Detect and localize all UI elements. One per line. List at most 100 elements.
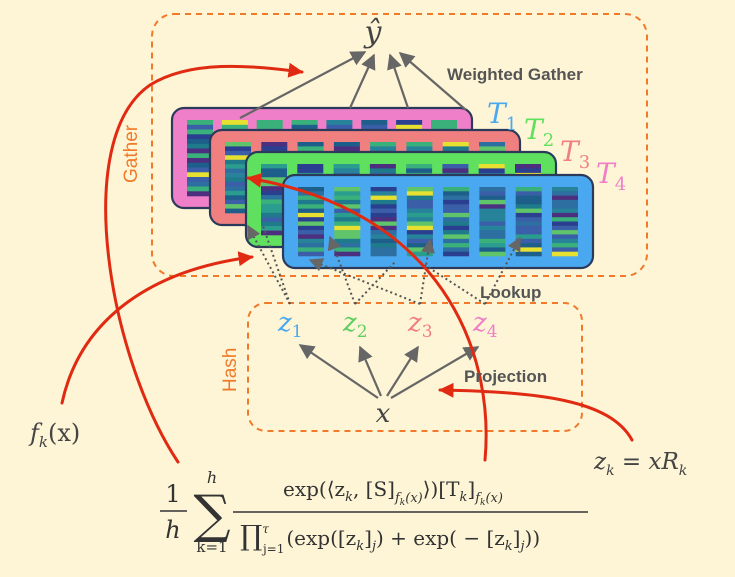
heatmap-cell bbox=[221, 124, 248, 130]
heatmap-cell bbox=[225, 150, 251, 156]
heatmap-cell bbox=[515, 217, 542, 222]
heatmap-cell bbox=[552, 247, 578, 252]
num-end: ] bbox=[467, 477, 475, 501]
table-letter: T bbox=[596, 157, 617, 190]
heatmap-cell bbox=[515, 208, 542, 214]
heatmap-cell bbox=[261, 203, 287, 209]
heatmap-cell bbox=[479, 247, 506, 252]
gather-arrows bbox=[239, 51, 467, 119]
table-sub: 1 bbox=[506, 114, 517, 135]
table-sub: 2 bbox=[543, 130, 554, 151]
heatmap-cell bbox=[370, 234, 397, 239]
hash-label-2: z2 bbox=[342, 308, 368, 342]
heatmap-cell bbox=[187, 167, 213, 173]
heatmap-cell bbox=[261, 199, 287, 205]
heatmap-cell bbox=[334, 238, 361, 244]
hash-letter: z bbox=[277, 308, 292, 338]
heatmap-cell bbox=[326, 120, 353, 125]
heatmap-cell bbox=[361, 120, 388, 125]
heatmap-cell bbox=[515, 247, 542, 252]
formula-arrows bbox=[60, 62, 634, 464]
heatmap-cell bbox=[442, 142, 469, 147]
heatmap-cell bbox=[552, 225, 578, 231]
heatmap-cell bbox=[369, 164, 396, 169]
heatmap-cell bbox=[370, 146, 397, 152]
heatmap-cell bbox=[298, 230, 324, 235]
heatmap-cell bbox=[515, 168, 541, 174]
heatmap-cell bbox=[479, 187, 506, 192]
heatmap-cell bbox=[515, 243, 542, 248]
heatmap-cell bbox=[333, 164, 360, 169]
heatmap-cell bbox=[333, 142, 360, 147]
heatmap-cell bbox=[442, 168, 469, 174]
heatmap-cell bbox=[298, 221, 324, 227]
heatmap-cell bbox=[552, 204, 578, 209]
formula-one: 1 bbox=[165, 480, 180, 508]
heatmap-cell bbox=[361, 124, 388, 130]
heatmap-cell bbox=[187, 148, 213, 154]
heatmap-cell bbox=[225, 208, 251, 214]
heatmap-cell bbox=[406, 234, 433, 239]
heatmap-cell bbox=[443, 225, 470, 231]
heatmap-cell bbox=[333, 168, 360, 174]
hash-letter: z bbox=[472, 308, 487, 338]
heatmap-cell bbox=[552, 199, 578, 205]
table-label-2: T2 bbox=[524, 113, 554, 151]
num-a: exp(⟨z bbox=[283, 477, 345, 501]
heatmap-cell bbox=[298, 208, 324, 214]
table-sub: 3 bbox=[579, 152, 590, 173]
heatmap-cell bbox=[225, 164, 251, 169]
heatmap-cell bbox=[297, 142, 324, 147]
heatmap-cell bbox=[443, 221, 470, 227]
heatmap-cell bbox=[298, 199, 324, 205]
heatmap-cell bbox=[370, 212, 397, 218]
heatmap-cell bbox=[515, 187, 542, 192]
hash-label-3: z3 bbox=[407, 308, 433, 342]
heatmap-cell bbox=[479, 208, 506, 214]
heatmap-cell bbox=[443, 247, 470, 252]
heatmap-cell bbox=[552, 221, 578, 227]
heatmap-cell bbox=[221, 120, 248, 125]
heatmap-cell bbox=[334, 204, 361, 209]
heatmap-cell bbox=[442, 164, 469, 169]
projection-arrows bbox=[298, 344, 480, 399]
heatmap-cell bbox=[515, 225, 542, 231]
heatmap-cell bbox=[187, 162, 213, 168]
den-j1-sub: j bbox=[369, 539, 376, 554]
heatmap-cell bbox=[334, 191, 361, 196]
heatmap-cell bbox=[187, 158, 213, 163]
heatmap-cell bbox=[406, 247, 433, 252]
heatmap-cell bbox=[406, 187, 433, 192]
heatmap-cell bbox=[443, 230, 470, 235]
sum-bottom: k=1 bbox=[196, 538, 227, 556]
heatmap-cell bbox=[334, 221, 361, 227]
num-fk2: f bbox=[474, 491, 482, 506]
num-close: ⟩)[T bbox=[423, 477, 460, 501]
weighted-gather-label: Weighted Gather bbox=[447, 65, 583, 84]
heatmap-cell bbox=[515, 195, 542, 201]
heatmap-cell bbox=[479, 225, 506, 231]
num-fk: f bbox=[394, 491, 402, 506]
num-fk-sub: k bbox=[400, 498, 405, 508]
sum-top: h bbox=[207, 468, 217, 487]
heatmap-cell bbox=[443, 208, 470, 214]
heatmap-cell bbox=[406, 191, 433, 196]
heatmap-cell bbox=[552, 230, 578, 235]
heatmap-cell bbox=[261, 190, 287, 196]
heatmap-cell bbox=[261, 164, 287, 169]
heatmap-cell bbox=[256, 120, 283, 125]
heatmap-cell bbox=[479, 191, 506, 196]
den-prod-top: τ bbox=[262, 522, 269, 536]
den-b: ) + exp( − [z bbox=[376, 526, 505, 550]
heatmap-cell bbox=[515, 230, 542, 235]
heatmap-cell bbox=[443, 234, 470, 239]
heatmap-cell bbox=[406, 195, 433, 201]
heatmap-cell bbox=[406, 204, 433, 209]
heatmap-cell bbox=[261, 186, 287, 191]
heatmap-cell bbox=[479, 230, 506, 235]
heatmap-cell bbox=[479, 199, 506, 205]
table-letter: T bbox=[524, 113, 545, 146]
heatmap-cell bbox=[406, 238, 433, 244]
